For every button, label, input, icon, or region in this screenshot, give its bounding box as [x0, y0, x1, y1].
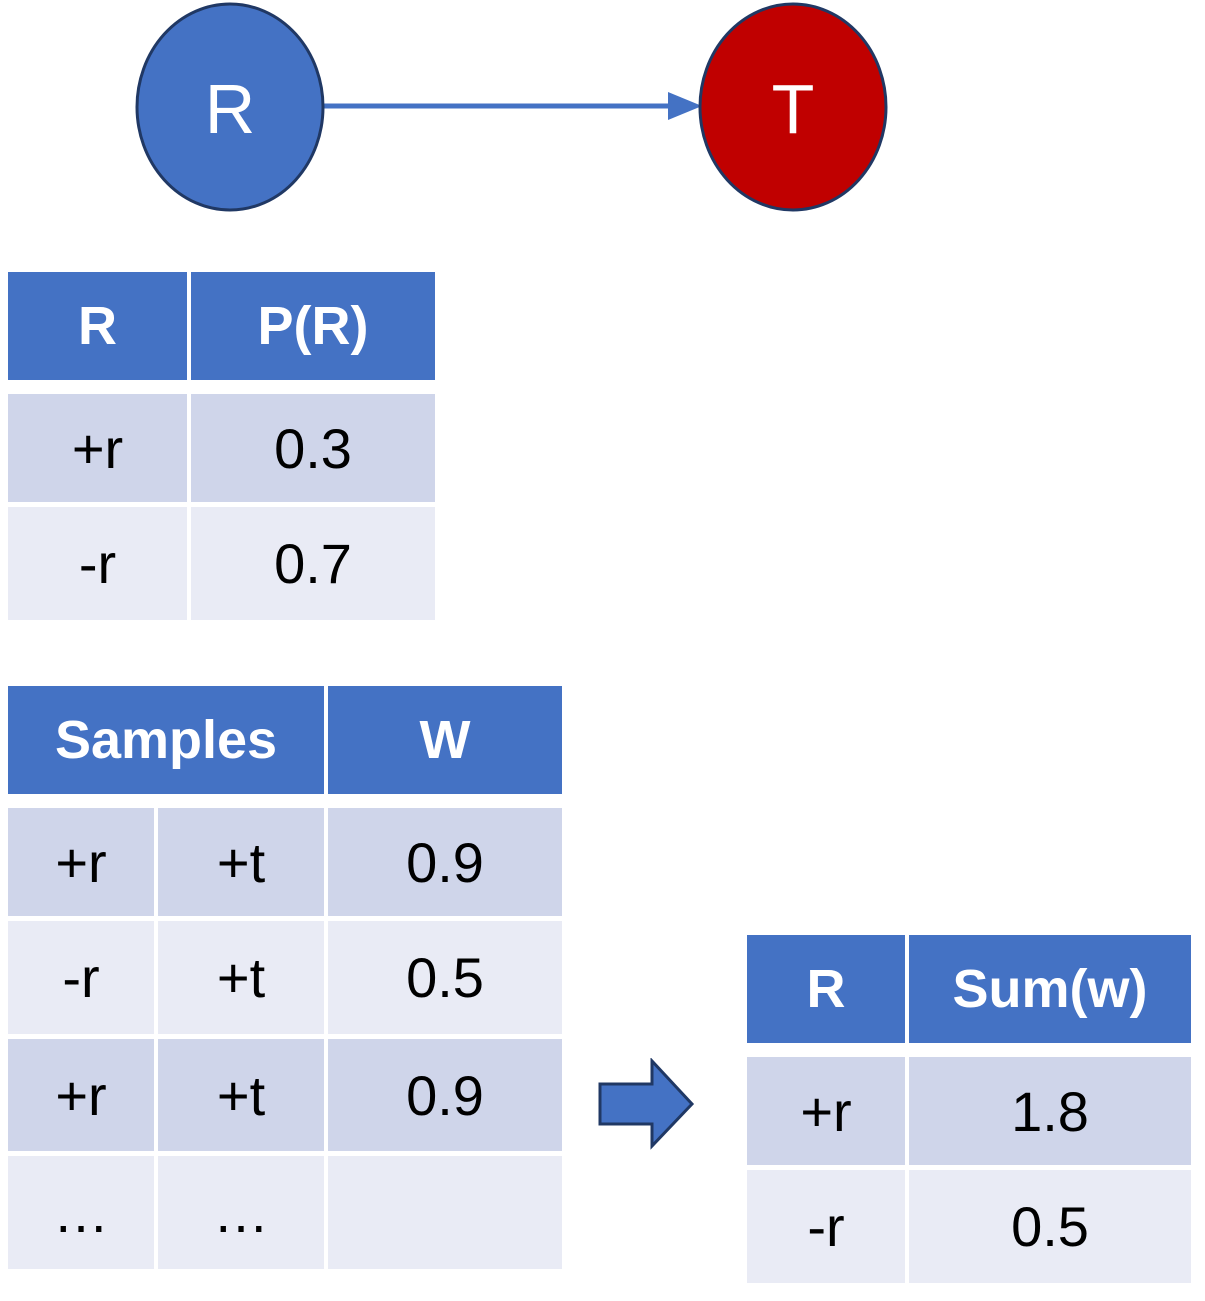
sum-row1-r: +r [747, 1057, 905, 1165]
samples-row2-r: -r [8, 921, 154, 1034]
prior-row1-p: 0.3 [191, 394, 435, 502]
prior-header-r: R [8, 272, 187, 380]
samples-row3-r: +r [8, 1039, 154, 1151]
sum-row1-w: 1.8 [909, 1057, 1191, 1165]
samples-row3-w: 0.9 [328, 1039, 562, 1151]
samples-header-samples: Samples [8, 686, 324, 794]
node-r-label: R [205, 70, 256, 148]
bayes-net-graph: R T [135, 2, 888, 212]
prior-row2-r: -r [8, 507, 187, 620]
samples-row1-r: +r [8, 808, 154, 916]
sum-row2-r: -r [747, 1170, 905, 1283]
samples-row2-w: 0.5 [328, 921, 562, 1034]
prior-row1-r: +r [8, 394, 187, 502]
prior-row2-p: 0.7 [191, 507, 435, 620]
samples-row1-w: 0.9 [328, 808, 562, 916]
samples-row1-t: +t [158, 808, 324, 916]
block-arrow-right-icon [598, 1058, 695, 1150]
samples-row2-t: +t [158, 921, 324, 1034]
samples-row4-t: … [158, 1156, 324, 1269]
edge-arrowhead [668, 92, 702, 120]
node-t[interactable] [698, 2, 888, 212]
node-r[interactable] [135, 2, 325, 212]
samples-header-w: W [328, 686, 562, 794]
sum-header-sum: Sum(w) [909, 935, 1191, 1043]
sum-row2-w: 0.5 [909, 1170, 1191, 1283]
samples-row4-r: … [8, 1156, 154, 1269]
samples-row4-w [328, 1156, 562, 1269]
prior-header-p: P(R) [191, 272, 435, 380]
sum-header-r: R [747, 935, 905, 1043]
samples-row3-t: +t [158, 1039, 324, 1151]
node-t-label: T [772, 70, 815, 148]
